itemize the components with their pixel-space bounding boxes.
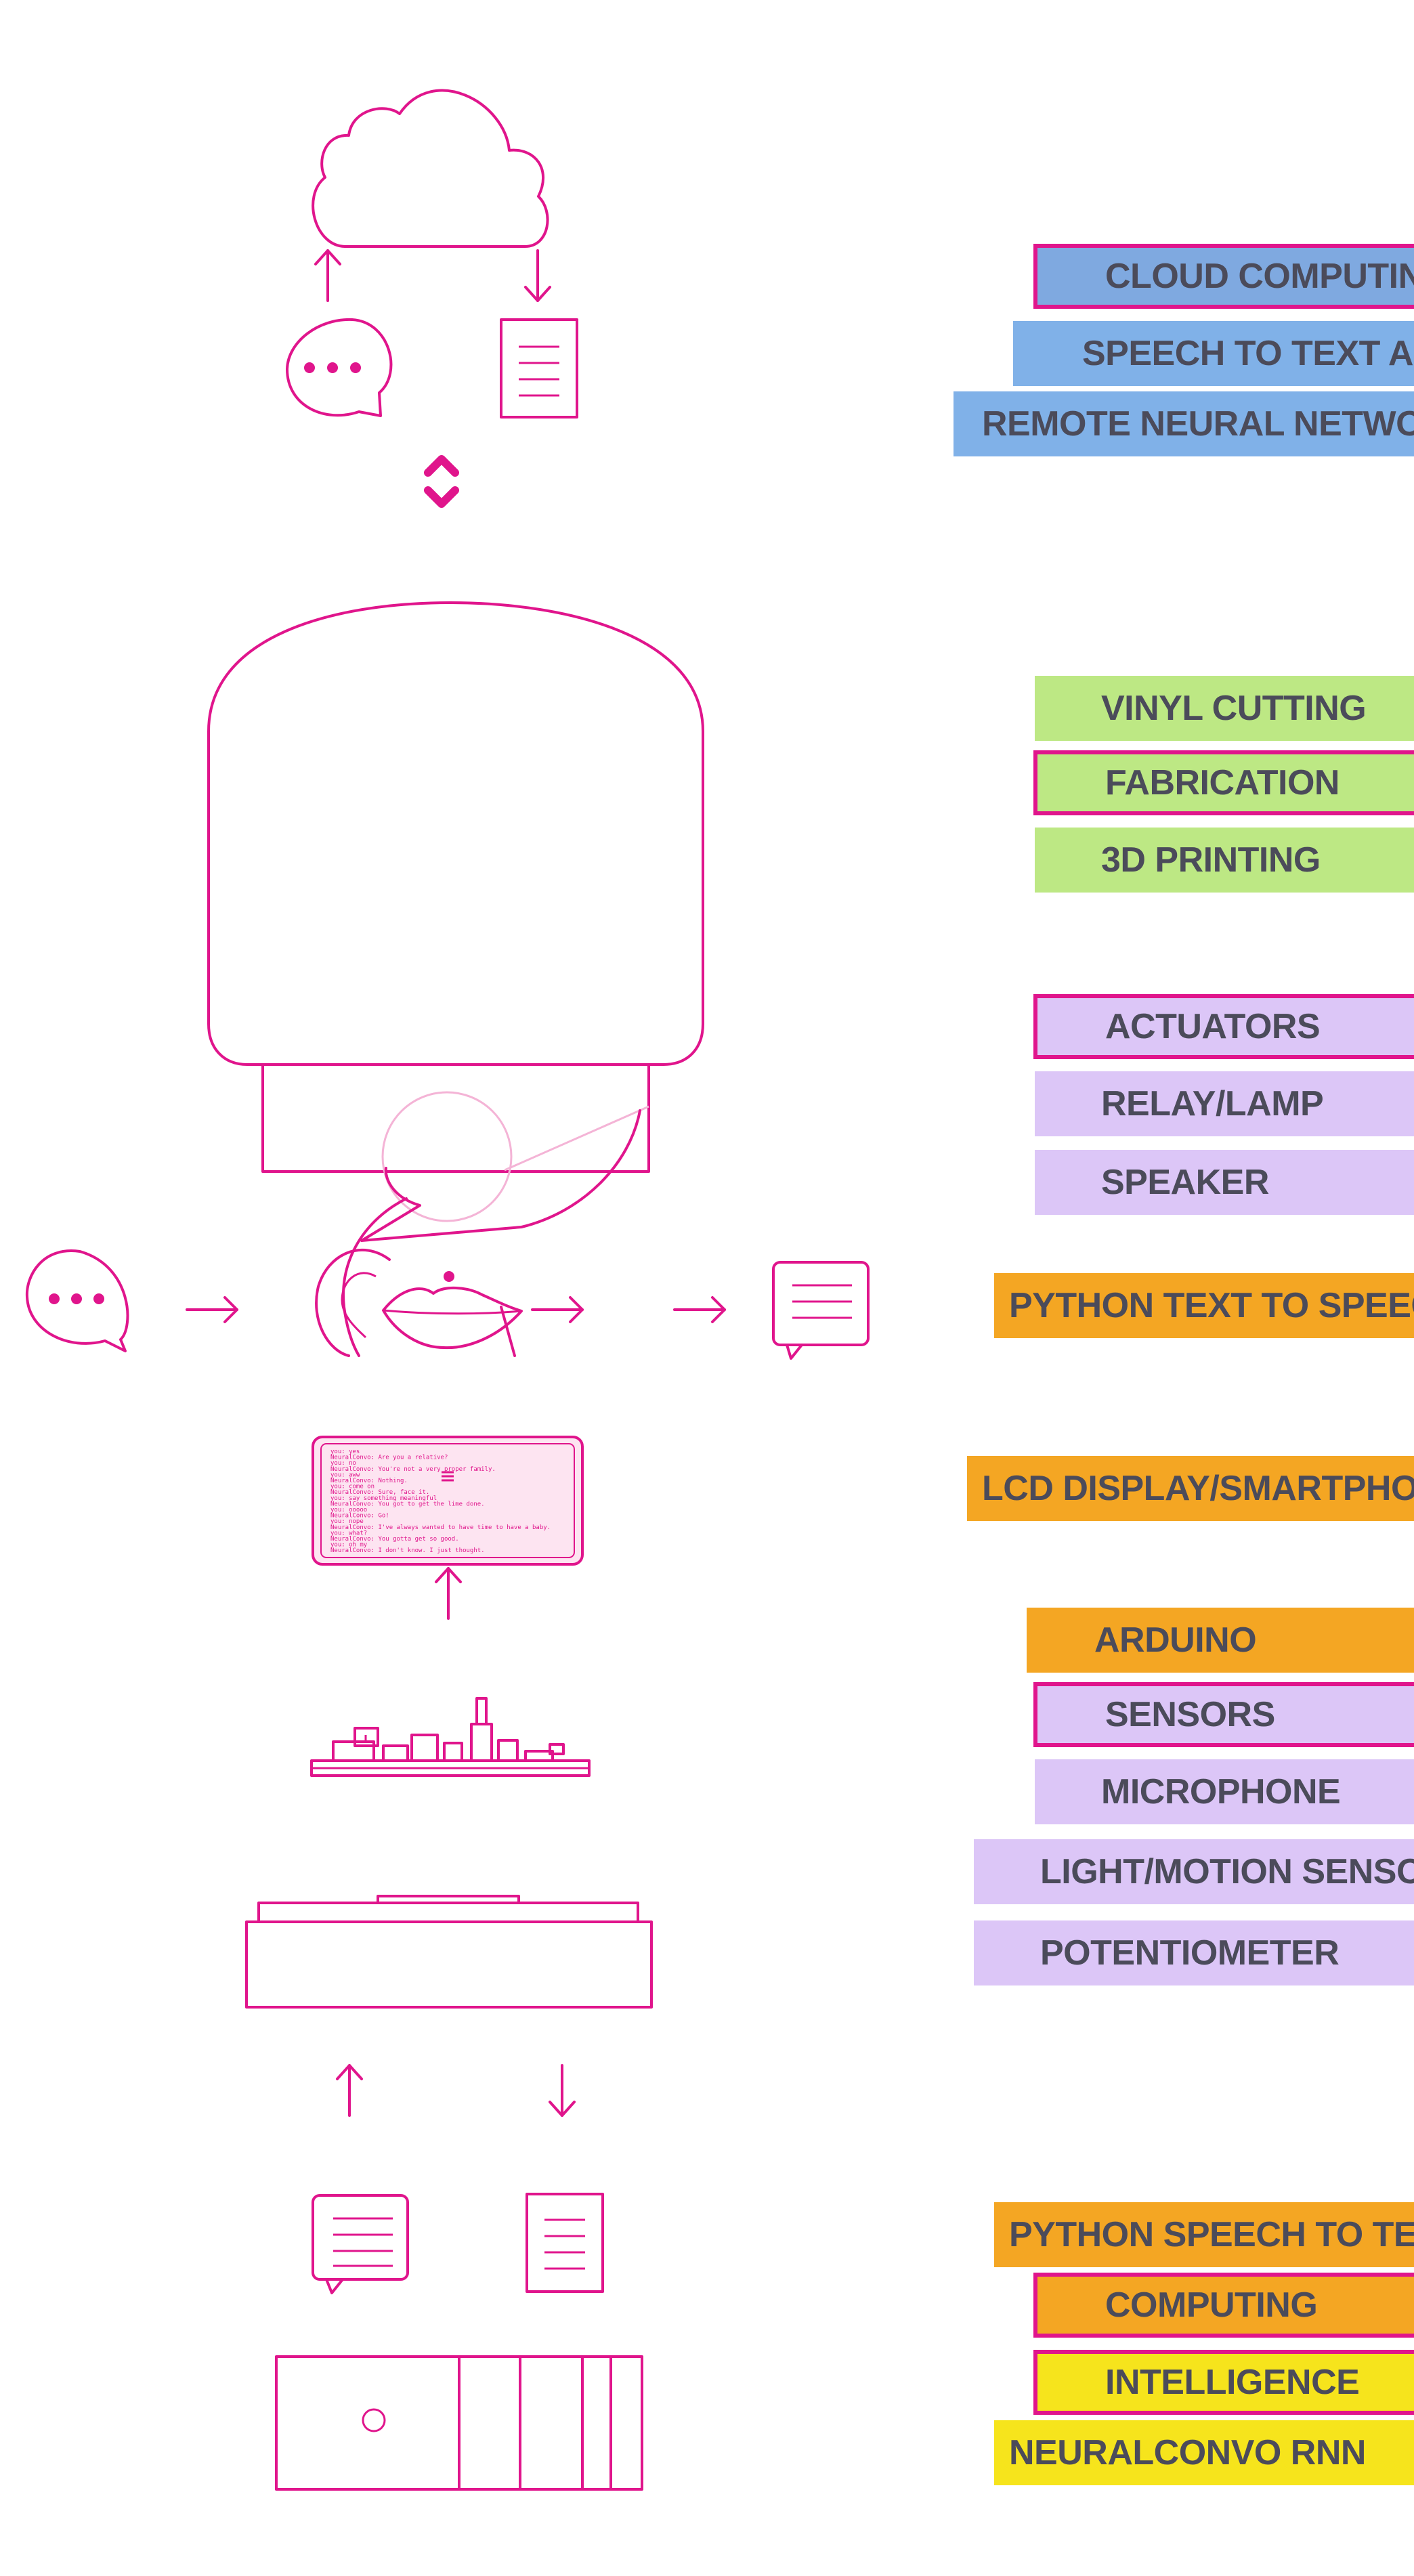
tag-computing: COMPUTING [1033, 2273, 1414, 2338]
tag-actuators: ACTUATORS [1033, 994, 1414, 1059]
base-box-icon [245, 1895, 653, 2009]
speech-bubble-left-icon [25, 1249, 129, 1352]
tag-fabrication: FABRICATION [1033, 750, 1414, 815]
tag-python-text-to-speech: PYTHON TEXT TO SPEECH [994, 1273, 1414, 1338]
tag-intelligence: INTELLIGENCE [1033, 2350, 1414, 2415]
arrow-right-icon [531, 1296, 584, 1323]
arrow-down-icon [549, 2064, 576, 2117]
bulb-outline [381, 1091, 649, 1222]
screen-line: NeuralConvo: I've always wanted to have … [330, 1524, 551, 1531]
message-icon [772, 1261, 870, 1360]
screen-line: you: oh my [330, 1542, 368, 1549]
arrow-right-icon [186, 1296, 238, 1323]
screen-line: NeuralConvo: Nothing. [330, 1478, 408, 1484]
tag-arduino: ARDUINO [1027, 1608, 1414, 1673]
speech-bubble-icon [286, 318, 393, 417]
screen-line: you: come on [330, 1484, 374, 1490]
lamp-shade-icon [207, 601, 704, 1173]
screen-line: you: say something meaningful [330, 1495, 437, 1502]
arrow-down-icon [524, 249, 551, 302]
screen-line: you: no [330, 1460, 356, 1467]
tag-python-speech-to-text: PYTHON SPEECH TO TEXT [994, 2202, 1414, 2267]
chevron-up-down-icon [424, 455, 459, 508]
screen-line: NeuralConvo: Sure, face it. [330, 1489, 429, 1496]
tag-neuralconvo-rnn: NEURALCONVO RNN [994, 2420, 1414, 2485]
screen-line: you: nope [330, 1518, 364, 1525]
screen-line: NeuralConvo: I don't know. I just though… [330, 1547, 485, 1554]
tag-lcd-display-smartphone: LCD DISPLAY/SMARTPHONE [967, 1456, 1414, 1521]
arrow-up-icon [314, 249, 341, 302]
message-icon [312, 2194, 409, 2294]
tag-relay-lamp: RELAY/LAMP [1035, 1071, 1414, 1136]
arrow-right-icon [673, 1296, 726, 1323]
screen-line: NeuralConvo: Go! [330, 1513, 389, 1520]
arrow-up-icon [336, 2064, 363, 2117]
document-icon [500, 318, 578, 418]
tag-3d-printing: 3D PRINTING [1035, 828, 1414, 893]
arduino-board-icon [310, 1697, 591, 1777]
tag-microphone: MICROPHONE [1035, 1759, 1414, 1824]
tag-cloud-computing: CLOUD COMPUTING [1033, 244, 1414, 309]
screen-line: NeuralConvo: You're not a very proper fa… [330, 1466, 496, 1473]
tag-vinyl-cutting: VINYL CUTTING [1035, 676, 1414, 741]
computer-box-icon [275, 2355, 643, 2491]
screen-line: NeuralConvo: You got to get the lime don… [330, 1501, 485, 1507]
tag-remote-neural-network: REMOTE NEURAL NETWORK [954, 391, 1414, 456]
cloud-icon [312, 89, 549, 248]
lips-icon [382, 1271, 523, 1350]
tag-speaker: SPEAKER [1035, 1150, 1414, 1215]
tag-speech-to-text-api: SPEECH TO TEXT API [1013, 321, 1414, 386]
ear-icon [315, 1248, 391, 1357]
tag-light-motion-sensor: LIGHT/MOTION SENSOR [974, 1839, 1414, 1904]
screen-line: you: aww [330, 1472, 360, 1478]
screen-line: you: yes [330, 1448, 360, 1455]
screen-line: you: what? [330, 1530, 367, 1537]
tag-potentiometer: POTENTIOMETER [974, 1920, 1414, 1985]
arrow-up-icon [435, 1567, 462, 1620]
screen-line: NeuralConvo: You gotta get so good. [330, 1536, 459, 1543]
tag-sensors: SENSORS [1033, 1682, 1414, 1747]
document-icon [526, 2193, 604, 2293]
screen-line: you: ooooo [330, 1507, 367, 1514]
screen-line: NeuralConvo: Are you a relative? [330, 1455, 448, 1461]
